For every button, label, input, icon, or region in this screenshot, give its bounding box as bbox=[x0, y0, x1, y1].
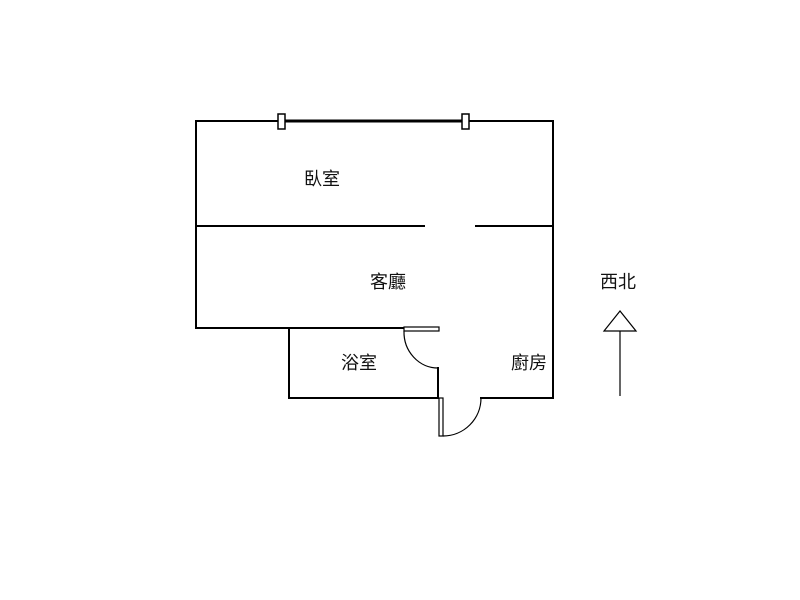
room-label-bathroom: 浴室 bbox=[341, 353, 377, 374]
bathroom-door bbox=[403, 326, 440, 369]
north-arrow-icon bbox=[602, 310, 638, 396]
room-label-kitchen: 廚房 bbox=[511, 352, 547, 374]
room-label-bedroom: 臥室 bbox=[304, 169, 340, 190]
compass-label: 西北 bbox=[600, 272, 636, 293]
entrance-door bbox=[438, 397, 482, 437]
room-label-living-room: 客廳 bbox=[370, 272, 406, 293]
window bbox=[277, 113, 470, 130]
